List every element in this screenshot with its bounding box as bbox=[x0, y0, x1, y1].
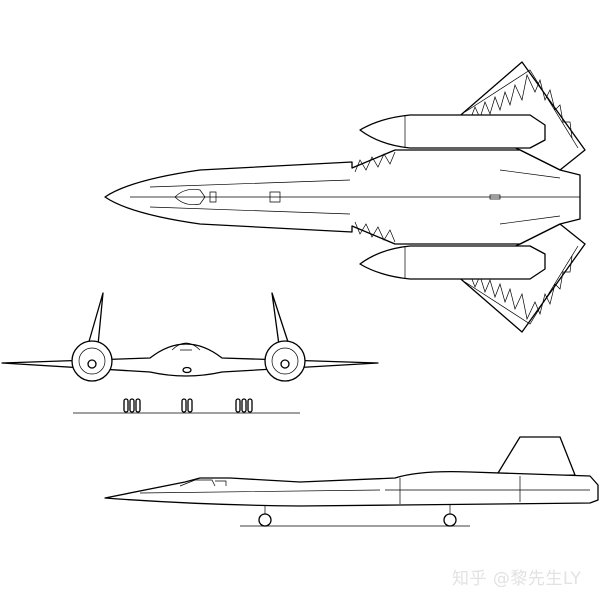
top-view-chine-truss-lower bbox=[351, 221, 396, 245]
side-view-nacelle bbox=[139, 476, 590, 504]
side-view-nose-wheel bbox=[258, 513, 272, 527]
top-view bbox=[104, 61, 586, 333]
front-view bbox=[1, 292, 379, 414]
side-view-vertical-tail bbox=[494, 436, 576, 479]
watermark: 知乎 @黎先生LY bbox=[452, 569, 582, 589]
front-view-spike-right bbox=[280, 359, 290, 369]
side-view-gear-struts bbox=[264, 505, 451, 514]
top-view-truss-upper bbox=[464, 69, 579, 149]
side-view-fuselage bbox=[104, 470, 599, 507]
top-view-truss-lower bbox=[464, 245, 579, 325]
top-view-cockpit bbox=[174, 188, 217, 206]
top-view-nacelle-lower bbox=[359, 245, 546, 280]
front-view-engine-right-inlet bbox=[271, 347, 299, 375]
top-view-panel-lines bbox=[130, 115, 580, 279]
side-view bbox=[104, 436, 599, 527]
top-view-vertical-tails bbox=[499, 169, 561, 225]
front-view-landing-gear bbox=[123, 398, 253, 413]
top-view-nacelle-upper bbox=[359, 114, 546, 149]
front-view-fin-left bbox=[87, 292, 104, 346]
front-view-nose bbox=[182, 366, 192, 374]
front-view-engine-left-inlet bbox=[78, 347, 106, 375]
top-view-chine-truss-upper bbox=[351, 149, 396, 173]
side-view-canopy bbox=[179, 479, 227, 487]
front-view-fin-right bbox=[271, 292, 290, 346]
front-view-canopy bbox=[171, 342, 201, 351]
front-view-spike-left bbox=[87, 359, 97, 369]
side-view-main-wheel bbox=[443, 513, 457, 527]
